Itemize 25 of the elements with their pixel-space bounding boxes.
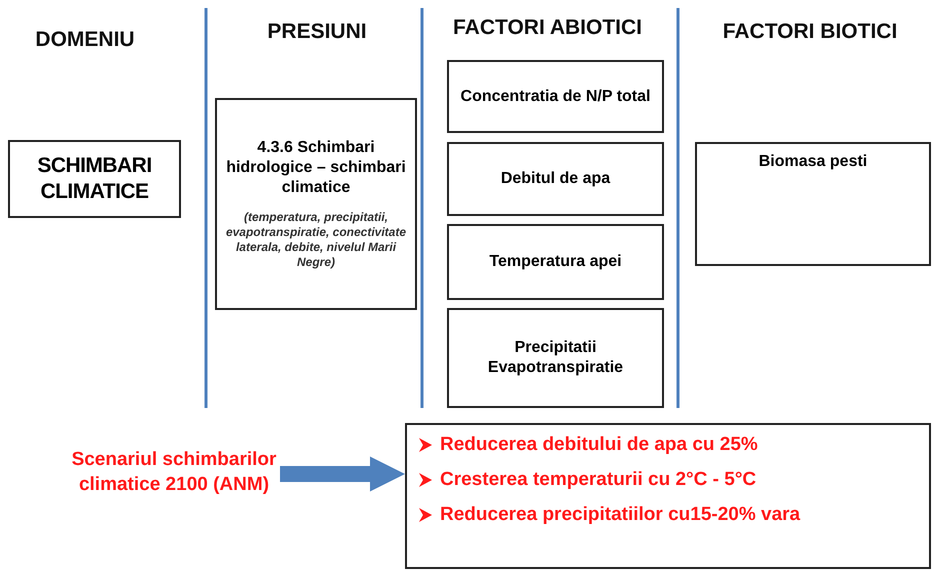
text-box — [8, 140, 181, 218]
node-title: Biomasa pesti — [758, 152, 868, 172]
node-title: 4.3.6 Schimbari hidrologice – schimbari climatice — [225, 138, 407, 198]
node-title: Precipitatii Evapotranspiratie — [486, 338, 624, 378]
bullet-text: Reducerea precipitatiilor cu15-20% vara — [440, 503, 800, 527]
block-arrow — [280, 456, 405, 492]
node-title: Concentratia de N/P total — [460, 86, 650, 106]
column-header: FACTORI ABIOTICI — [452, 15, 643, 41]
bullet-text: Cresterea temperaturii cu 2°C - 5°C — [440, 468, 756, 492]
text-box — [405, 423, 931, 569]
column-header: FACTORI BIOTICI — [722, 19, 898, 45]
text-box — [447, 224, 664, 300]
text-box — [447, 308, 664, 408]
bullet-text: Reducerea debitului de apa cu 25% — [440, 433, 758, 457]
text-box — [695, 142, 931, 266]
column-header: PRESIUNI — [266, 19, 368, 45]
text-box — [447, 142, 664, 216]
scenario-text: Scenariul schimbarilor climatice 2100 (ANM) — [70, 448, 278, 497]
node-title: Temperatura apei — [489, 252, 622, 272]
node-title: Debitul de apa — [500, 169, 610, 189]
text-box — [215, 98, 417, 310]
node-note: (temperatura, precipitatii, evapotranspiratie, conectivitate laterala, debite, nivelul Marii Negre) — [225, 210, 407, 270]
column-header: DOMENIU — [34, 27, 136, 53]
text-box — [447, 60, 664, 133]
node-title: SCHIMBARI CLIMATICE — [36, 152, 153, 205]
